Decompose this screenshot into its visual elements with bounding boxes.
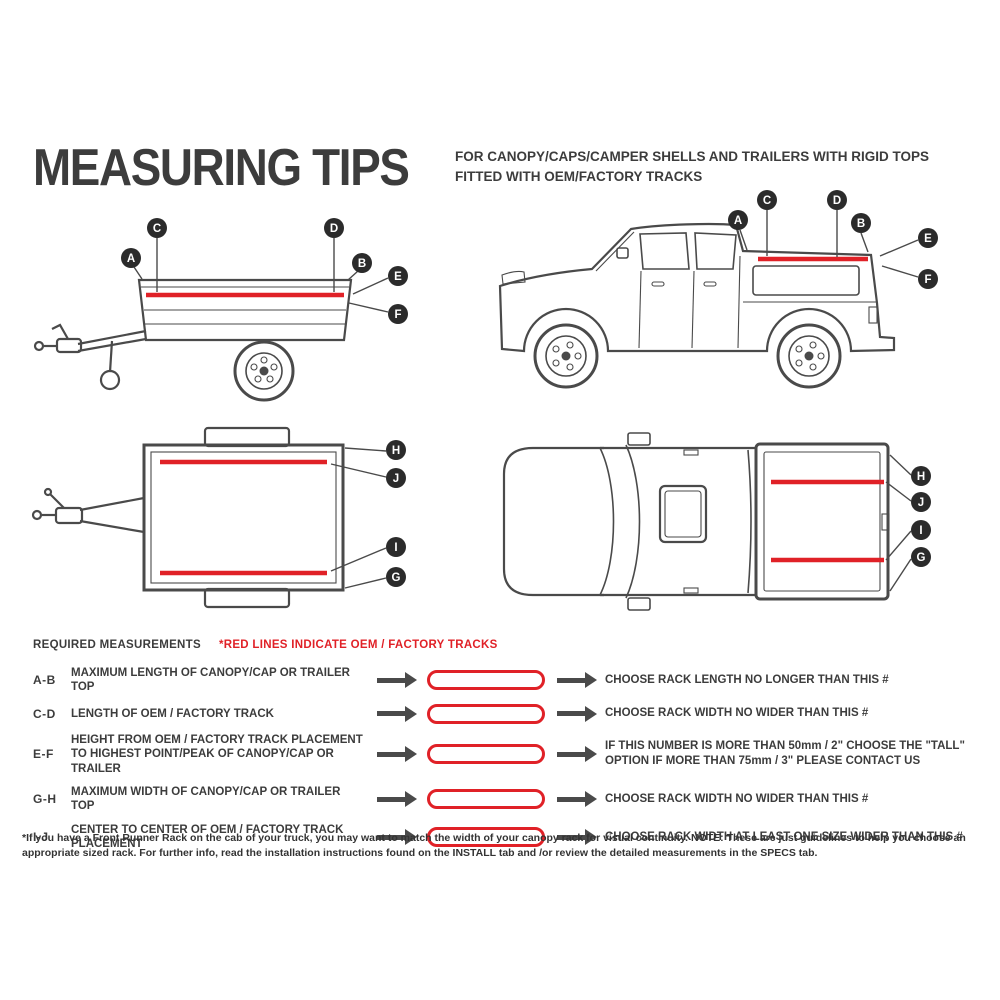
arrow-right-icon <box>377 677 405 683</box>
measurement-label: HEIGHT FROM OEM / FACTORY TRACK PLACEMEN… <box>71 733 363 775</box>
svg-text:A: A <box>127 253 135 265</box>
svg-text:B: B <box>358 258 366 270</box>
svg-text:D: D <box>833 195 841 207</box>
measurement-key: A-B <box>33 673 56 688</box>
measurement-value-box <box>427 827 545 847</box>
legend: REQUIRED MEASUREMENTS *RED LINES INDICAT… <box>33 639 498 651</box>
svg-text:A: A <box>734 215 742 227</box>
arrow-right-icon <box>557 834 585 840</box>
svg-text:H: H <box>917 471 925 483</box>
leader-lines <box>133 238 389 313</box>
measurement-label: LENGTH OF OEM / FACTORY TRACK <box>71 707 274 720</box>
measurements-table: A-B MAXIMUM LENGTH OF CANOPY/CAP OR TRAI… <box>33 666 978 851</box>
svg-text:I: I <box>919 525 922 537</box>
subtitle-line-1: FOR CANOPY/CAPS/CAMPER SHELLS AND TRAILE… <box>455 149 930 164</box>
arrow-right-icon <box>377 796 405 802</box>
arrow-right-icon <box>557 677 585 683</box>
label-e: E <box>918 228 938 248</box>
leader-lines <box>739 210 919 278</box>
measurement-key: C-D <box>33 706 56 721</box>
label-b: B <box>851 213 871 233</box>
trailer-top-drawing <box>31 426 345 609</box>
measurement-result: CHOOSE RACK LENGTH NO LONGER THAN THIS # <box>605 673 889 686</box>
measurement-value-box <box>427 703 545 724</box>
measurement-value-box <box>427 744 545 765</box>
trailer-top-diagram: H J I G <box>31 426 406 609</box>
label-c: C <box>757 190 777 210</box>
measurement-label: MAXIMUM LENGTH OF CANOPY/CAP OR TRAILER … <box>71 667 350 694</box>
label-h: H <box>911 466 931 486</box>
red-lines-note: *RED LINES INDICATE OEM / FACTORY TRACKS <box>218 639 498 651</box>
truck-top-drawing <box>502 432 890 611</box>
arrow-right-icon <box>557 711 585 717</box>
measurement-result: CHOOSE RACK WIDTH AT LEAST ONE SIZE WIDE… <box>605 830 963 843</box>
arrow-right-icon <box>557 796 585 802</box>
measurement-value-box <box>427 789 545 810</box>
svg-text:J: J <box>918 497 924 509</box>
label-a: A <box>121 248 141 268</box>
label-d: D <box>827 190 847 210</box>
label-j: J <box>911 492 931 512</box>
table-row: E-F HEIGHT FROM OEM / FACTORY TRACK PLAC… <box>33 733 978 776</box>
truck-side-diagram: A C D B E F <box>498 190 938 389</box>
svg-text:I: I <box>394 542 397 554</box>
label-a: A <box>728 210 748 230</box>
footnote: *If you have a Front Runner Rack on the … <box>22 832 966 859</box>
label-i: I <box>911 520 931 540</box>
label-h: H <box>386 440 406 460</box>
truck-side-drawing <box>498 222 896 389</box>
svg-text:E: E <box>924 233 932 245</box>
svg-text:B: B <box>857 218 865 230</box>
svg-text:H: H <box>392 445 400 457</box>
measurement-value-box <box>427 670 545 691</box>
table-row: I-J CENTER TO CENTER OF OEM / FACTORY TR… <box>33 823 978 852</box>
measurement-key: I-J <box>33 830 49 844</box>
table-row: A-B MAXIMUM LENGTH OF CANOPY/CAP OR TRAI… <box>33 666 978 695</box>
measurement-result: CHOOSE RACK WIDTH NO WIDER THAN THIS # <box>605 707 869 720</box>
table-row: C-D LENGTH OF OEM / FACTORY TRACK CHOOSE… <box>33 703 978 724</box>
arrow-right-icon <box>557 751 585 757</box>
measurement-result: CHOOSE RACK WIDTH NO WIDER THAN THIS # <box>605 792 869 805</box>
measurement-label: MAXIMUM WIDTH OF CANOPY/CAP OR TRAILER T… <box>71 785 341 813</box>
svg-text:C: C <box>153 223 161 235</box>
svg-text:D: D <box>330 223 338 235</box>
arrow-right-icon <box>377 834 405 840</box>
svg-text:C: C <box>763 195 771 207</box>
measurement-key: E-F <box>33 747 54 762</box>
trailer-side-diagram: A C D B E F <box>33 218 408 402</box>
label-b: B <box>352 253 372 273</box>
subtitle-line-2: FITTED WITH OEM/FACTORY TRACKS <box>455 169 703 185</box>
svg-text:G: G <box>392 572 401 584</box>
svg-text:F: F <box>924 274 931 286</box>
svg-text:F: F <box>394 309 401 321</box>
svg-text:G: G <box>917 552 926 564</box>
label-j: J <box>386 468 406 488</box>
table-row: G-H MAXIMUM WIDTH OF CANOPY/CAP OR TRAIL… <box>33 785 978 814</box>
label-d: D <box>324 218 344 238</box>
svg-text:J: J <box>393 473 399 485</box>
required-measurements-label: REQUIRED MEASUREMENTS <box>33 639 201 651</box>
arrow-right-icon <box>377 711 405 717</box>
label-c: C <box>147 218 167 238</box>
label-g: G <box>386 567 406 587</box>
arrow-right-icon <box>377 751 405 757</box>
page-title: MEASURING TIPS <box>33 139 410 197</box>
label-e: E <box>388 266 408 286</box>
trailer-side-drawing <box>33 278 353 402</box>
label-f: F <box>918 269 938 289</box>
measurement-label: CENTER TO CENTER OF OEM / FACTORY TRACK … <box>71 823 344 850</box>
label-i: I <box>386 537 406 557</box>
leader-lines <box>330 447 387 589</box>
measurement-result: IF THIS NUMBER IS MORE THAN 50mm / 2" CH… <box>605 740 965 768</box>
leader-lines <box>885 454 912 592</box>
page-subtitle: FOR CANOPY/CAPS/CAMPER SHELLS AND TRAILE… <box>455 147 929 188</box>
label-f: F <box>388 304 408 324</box>
truck-top-diagram: H J I G <box>502 432 931 611</box>
measurement-key: G-H <box>33 792 57 807</box>
label-g: G <box>911 547 931 567</box>
svg-text:E: E <box>394 271 402 283</box>
